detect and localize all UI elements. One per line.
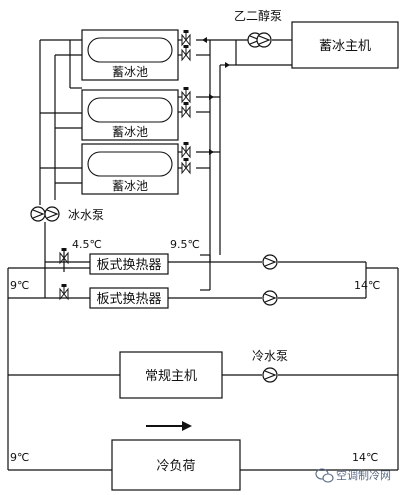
ice-water-pump: 冰水泵 bbox=[30, 206, 104, 222]
temp-4-5: 4.5℃ bbox=[72, 238, 102, 251]
plate-hx-1-label: 板式换热器 bbox=[96, 258, 161, 273]
chilled-water-pump: 冷水泵 bbox=[252, 349, 288, 383]
ice-tank-1: 蓄冰池 bbox=[81, 29, 179, 81]
pump-icon bbox=[256, 32, 272, 48]
valve-icon bbox=[181, 86, 191, 103]
conventional-chiller-label: 常规主机 bbox=[145, 369, 197, 384]
ice-tank-2: 蓄冰池 bbox=[81, 89, 179, 141]
ice-chiller: 蓄冰主机 bbox=[291, 21, 399, 69]
pump-icon bbox=[262, 367, 278, 383]
ice-tank-2-label: 蓄冰池 bbox=[112, 125, 148, 139]
flow-direction-arrow bbox=[146, 421, 192, 431]
watermark-text: 空调制冷网 bbox=[336, 468, 391, 482]
pump-icon bbox=[262, 254, 278, 270]
pump-icon bbox=[262, 290, 278, 306]
pump-icon bbox=[30, 206, 46, 222]
temp-9-left-top: 9℃ bbox=[10, 279, 29, 292]
plate-hx-2-label: 板式换热器 bbox=[96, 292, 161, 307]
valve-icon bbox=[59, 283, 69, 300]
valve-icon bbox=[181, 141, 191, 158]
valve-icon bbox=[181, 101, 191, 118]
valve-icon bbox=[181, 157, 191, 174]
chilled-water-pump-label: 冷水泵 bbox=[252, 349, 288, 363]
flow-arrows bbox=[202, 37, 230, 155]
temp-9-left-bottom: 9℃ bbox=[10, 451, 29, 464]
temp-14-right-top: 14℃ bbox=[354, 279, 380, 292]
valve-icon bbox=[181, 29, 191, 46]
temp-9-5: 9.5℃ bbox=[170, 238, 200, 251]
conventional-chiller: 常规主机 bbox=[119, 351, 223, 399]
glycol-pump: 乙二醇泵 bbox=[234, 8, 282, 48]
temp-14-right-bottom: 14℃ bbox=[352, 451, 378, 464]
ice-tank-3-label: 蓄冰池 bbox=[112, 179, 148, 193]
ice-tank-3: 蓄冰池 bbox=[81, 143, 179, 195]
ice-tank-1-label: 蓄冰池 bbox=[112, 65, 148, 79]
watermark: 空调制冷网 bbox=[315, 468, 391, 483]
cooling-load: 冷负荷 bbox=[111, 439, 241, 491]
glycol-pump-label: 乙二醇泵 bbox=[234, 8, 282, 23]
valve-icon bbox=[181, 44, 191, 61]
plate-heat-exchanger-2: 板式换热器 bbox=[89, 287, 169, 309]
cooling-load-label: 冷负荷 bbox=[156, 459, 195, 474]
plate-heat-exchanger-1: 板式换热器 bbox=[89, 253, 169, 275]
ice-chiller-label: 蓄冰主机 bbox=[319, 39, 371, 54]
wechat-icon bbox=[315, 468, 334, 483]
pump-icon bbox=[44, 206, 60, 222]
ice-water-pump-label: 冰水泵 bbox=[68, 208, 104, 222]
